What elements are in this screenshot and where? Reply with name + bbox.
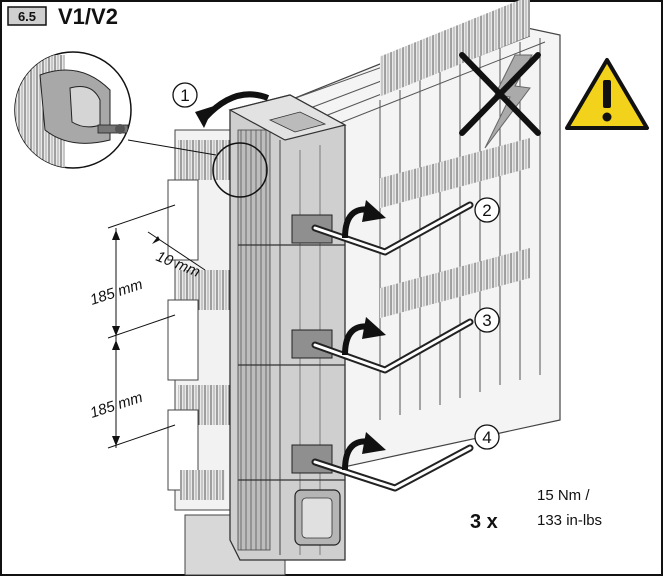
fuse-rail-carrier (228, 94, 347, 561)
step-header: 6.5 V1/V2 (7, 4, 118, 29)
detail-marker (212, 142, 268, 198)
callout-3-label: 3 (482, 311, 491, 330)
hex-key-3 (311, 318, 474, 374)
rack-left (167, 129, 246, 511)
callout-1: 1 (172, 82, 198, 108)
torque-spec: 3 x 15 Nm / 133 in-lbs (470, 487, 602, 533)
torque-value-imperial: 133 in-lbs (537, 512, 602, 529)
callout-4: 4 (474, 424, 500, 450)
detail-inset (14, 51, 132, 169)
torque-value-metric: 15 Nm / (537, 487, 590, 504)
callout-3: 3 (474, 307, 500, 333)
callout-2-label: 2 (482, 201, 491, 220)
callout-4-label: 4 (482, 428, 491, 447)
rotate-arrow-1 (195, 91, 270, 128)
step-number-box (7, 6, 47, 26)
warning-icon (565, 58, 649, 130)
torque-multiplier: 3 x (470, 511, 498, 533)
hex-key-2 (311, 201, 474, 256)
page-title: V1/V2 (58, 4, 118, 29)
detail-leader (127, 139, 217, 156)
callout-2: 2 (474, 197, 500, 223)
rotate-arrow-4 (342, 432, 386, 471)
step-number: 6.5 (18, 9, 36, 24)
no-impact-icon (459, 52, 541, 149)
rotate-arrow-2 (342, 200, 386, 239)
dimension-lines (107, 204, 206, 449)
rotate-arrow-3 (342, 317, 386, 356)
callout-1-label: 1 (180, 86, 189, 105)
hex-key-4 (311, 444, 474, 492)
